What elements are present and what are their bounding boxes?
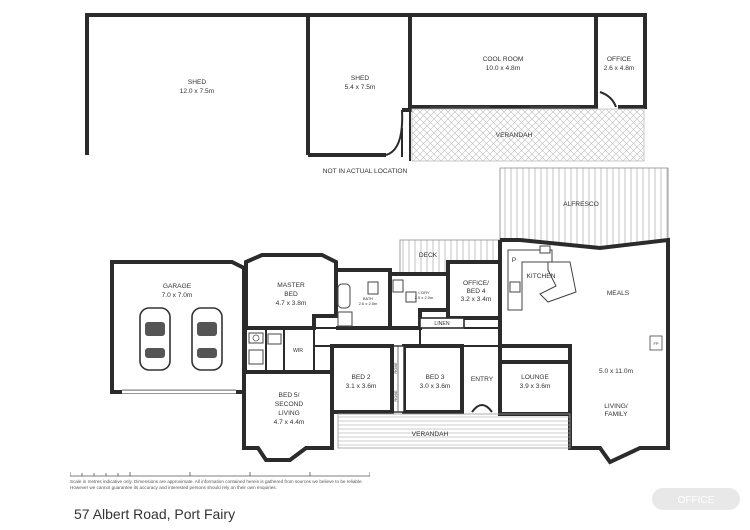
robe-1-label: ROBE — [393, 362, 398, 374]
alfresco-label: ALFRESCO — [563, 201, 599, 208]
scale-bar — [70, 472, 370, 477]
laundry-tub-icon — [392, 279, 404, 293]
bath-vanity-icon — [367, 281, 379, 295]
shed-door-arc — [385, 109, 404, 156]
verandah-front-hatch — [337, 413, 571, 449]
master-bed-walls — [244, 253, 338, 330]
logo-text: OFFICE — [678, 495, 715, 506]
garage-label: GARAGE — [163, 283, 192, 290]
bed3-label: BED 3 — [425, 374, 444, 381]
bath-label: BATH — [363, 296, 373, 301]
bed5-label-2: SECOND — [275, 401, 303, 408]
shed-large-label: SHED — [188, 79, 207, 86]
meals-label: MEALS — [607, 290, 630, 297]
master-bed-label-2: BED — [284, 291, 298, 298]
lounge-label: LOUNGE — [521, 374, 549, 381]
shed-large-dims: 12.0 x 7.5m — [180, 88, 215, 95]
garage-walls — [110, 260, 246, 394]
laundry-dims: 2.5 x 2.0m — [415, 295, 434, 300]
office-out-walls — [596, 13, 647, 109]
wir-label: WIR — [293, 348, 303, 354]
laundry-label: L'DRY — [418, 290, 430, 295]
verandah-front-label: VERANDAH — [412, 431, 449, 438]
bed3-dims: 3.0 x 3.6m — [420, 383, 451, 390]
bath-dims: 2.6 x 2.5m — [359, 301, 378, 306]
entry-door-arc — [471, 404, 493, 413]
living-label-1: LIVING/ — [604, 403, 628, 410]
property-address: 57 Albert Road, Port Fairy — [74, 506, 236, 522]
bath-shower-icon — [337, 311, 353, 327]
not-actual-location-note: NOT IN ACTUAL LOCATION — [323, 168, 408, 175]
shed-large-walls — [85, 13, 310, 155]
disclaimer-text: Scale in metres indicative only. Dimensi… — [70, 479, 363, 490]
bed2-dims: 3.1 x 3.6m — [346, 383, 377, 390]
living-label-2: FAMILY — [605, 411, 629, 418]
bed5-walls — [242, 370, 334, 462]
car-left-icon — [139, 307, 171, 371]
robe-2-label: ROBE — [393, 390, 398, 402]
fireplace-label: FP — [653, 341, 658, 346]
car-right-icon — [191, 307, 223, 371]
kitchen-label: KITCHEN — [527, 273, 556, 280]
linen-cupboard — [419, 317, 465, 329]
living-dims: 5.0 x 11.0m — [599, 368, 633, 375]
bed5-dims: 4.7 x 4.4m — [274, 419, 305, 426]
bed5-label-3: LIVING — [278, 410, 300, 417]
garage-dims: 7.0 x 7.0m — [162, 292, 193, 299]
lounge-dims: 3.9 x 3.6m — [520, 383, 551, 390]
wc-icon — [267, 333, 282, 345]
bed5-label-1: BED 5/ — [279, 392, 300, 399]
verandah-top-label: VERANDAH — [496, 132, 533, 139]
shower-icon — [248, 349, 264, 365]
cool-room-dims: 10.0 x 4.8m — [486, 65, 521, 72]
vanity-icon — [248, 332, 264, 344]
washer-icon — [405, 291, 417, 303]
office-bed4-label-1: OFFICE/ — [463, 280, 489, 287]
cool-room-label: COOL ROOM — [483, 56, 524, 63]
kitchen-sink-icon — [539, 245, 551, 254]
alfresco-hatch — [499, 167, 669, 249]
office-bed4-dims: 3.2 x 3.4m — [461, 296, 492, 303]
entry-label: ENTRY — [471, 376, 494, 383]
master-bed-label-1: MASTER — [277, 282, 305, 289]
cooktop-icon — [509, 281, 521, 293]
pantry-label: P — [512, 257, 517, 264]
kitchen-island — [539, 261, 577, 303]
office-bed4-label-2: BED 4 — [466, 288, 485, 295]
linen-label: LINEN — [434, 321, 450, 327]
shed-small-label: SHED — [351, 75, 370, 82]
verandah-top-hatch — [411, 108, 645, 162]
agency-logo: OFFICE — [652, 488, 740, 510]
kitchen-bench — [507, 249, 553, 311]
office-out-dims: 2.6 x 4.8m — [604, 65, 635, 72]
bed2-label: BED 2 — [351, 374, 370, 381]
office-out-label: OFFICE — [607, 56, 632, 63]
fireplace-box — [649, 335, 663, 351]
deck-label: DECK — [419, 252, 438, 259]
bathtub-icon — [337, 283, 351, 309]
master-bed-dims: 4.7 x 3.8m — [276, 300, 307, 307]
outbuildings — [85, 13, 647, 162]
shed-small-dims: 5.4 x 7.5m — [345, 84, 376, 91]
living-wing-walls — [498, 237, 670, 465]
